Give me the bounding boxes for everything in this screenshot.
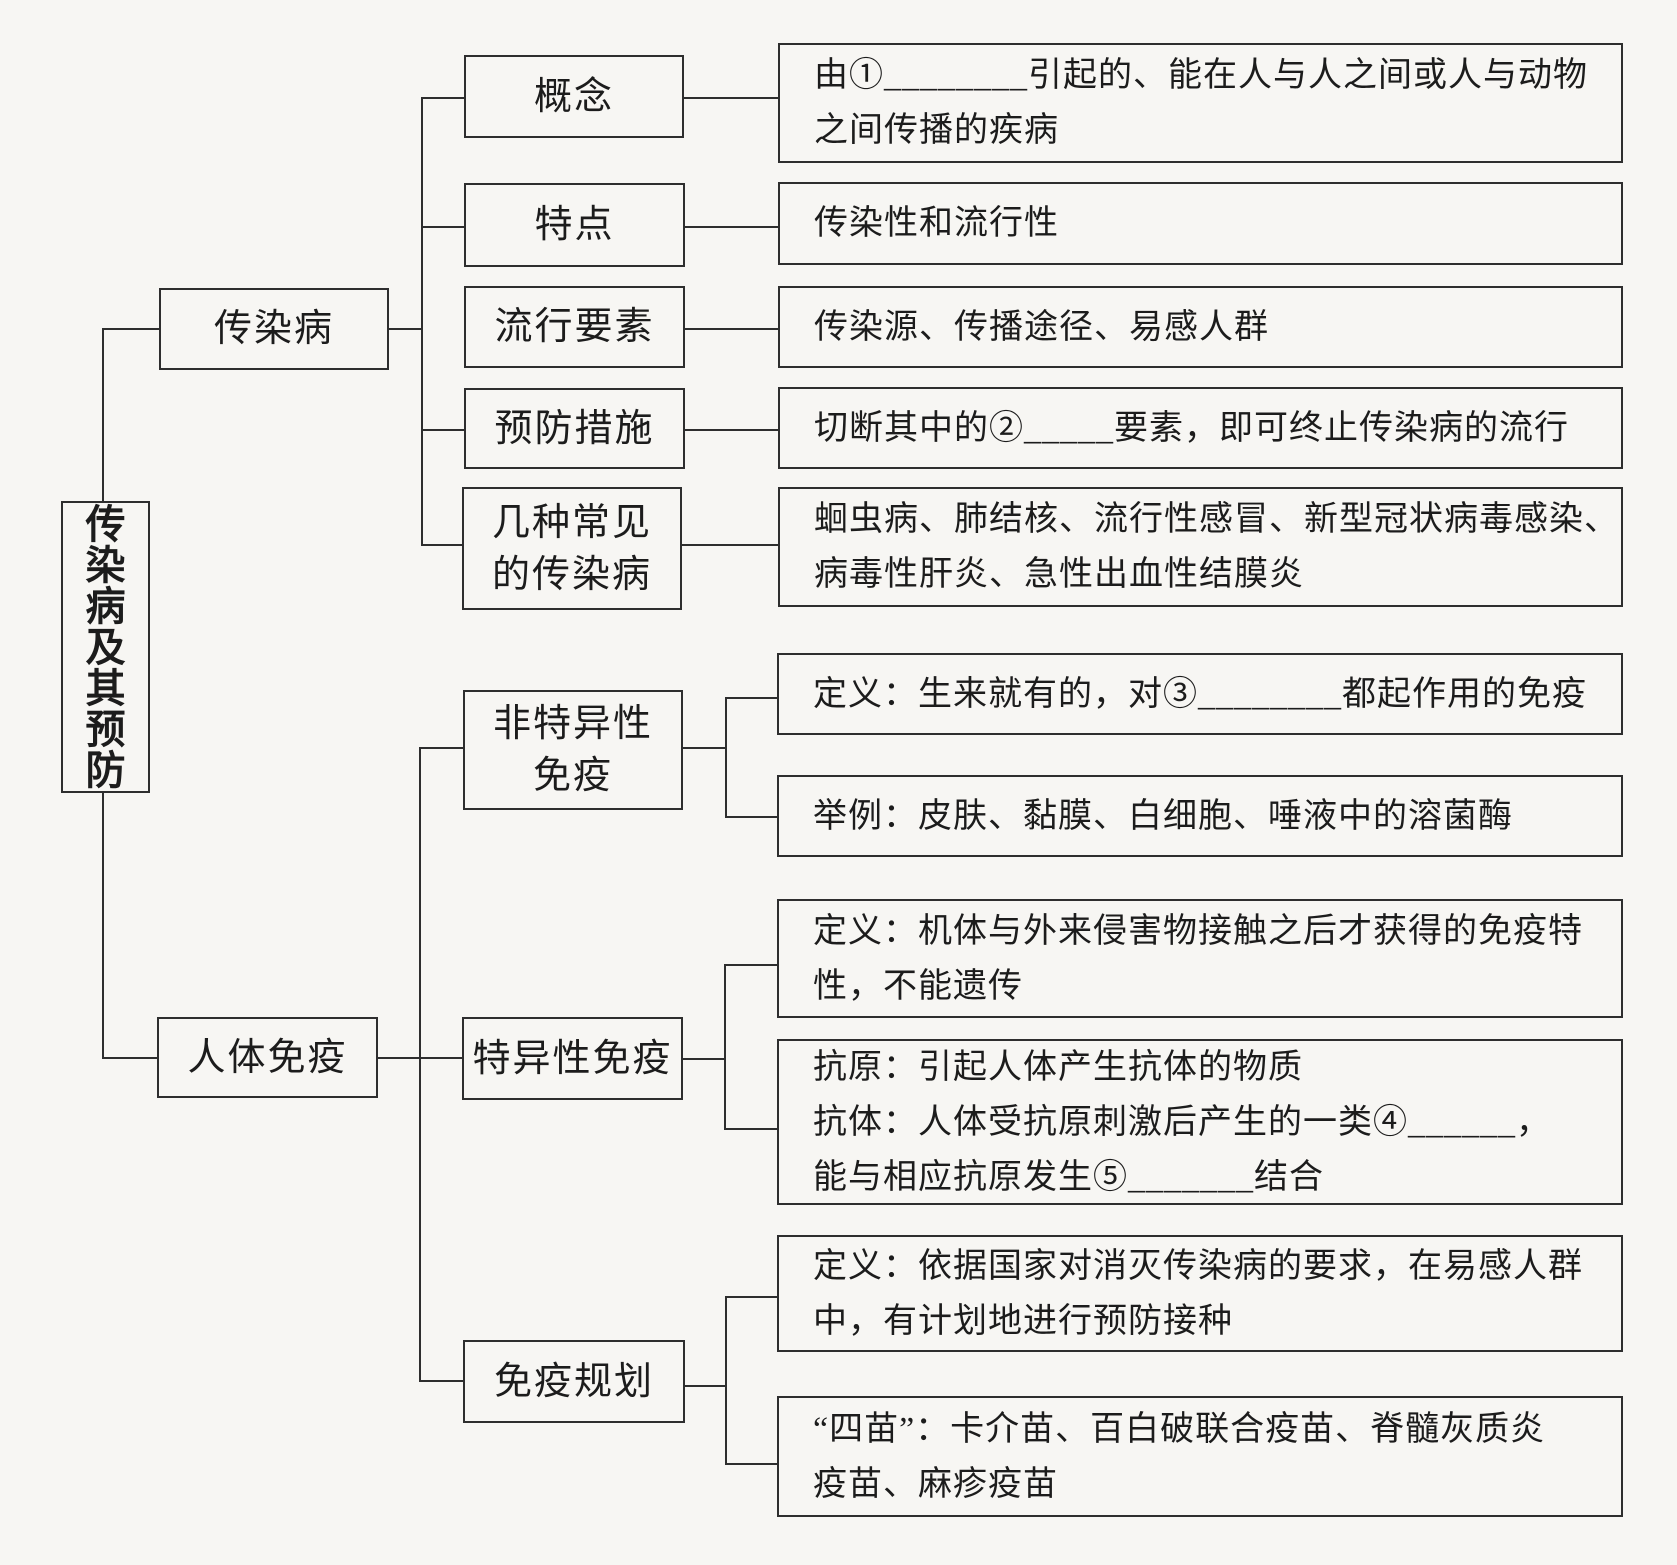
connector-infectious-to-trunk1 [389,328,421,330]
content-concept-line2: 之间传播的疾病 [814,112,1059,149]
node-features-label: 特点 [534,204,615,246]
node-features: 特点 [464,183,685,267]
root-node: 传染病及其预防 [61,501,150,793]
content-prevention-measures-line1: 切断其中的②_____要素，即可终止传染病的流行 [814,409,1569,447]
content-antigen-antibody: 抗原：引起人体产生抗体的物质 抗体：人体受抗原刺激后产生的一类④______， … [777,1039,1623,1205]
subtrunk-specific [724,964,726,1128]
trunk-immunity-branch [419,747,421,1380]
node-prevention-measures-label: 预防措施 [494,407,655,450]
content-antigen-line: 抗原：引起人体产生抗体的物质 [813,1048,1303,1086]
content-four-vaccines-text: “四苗”：卡介苗、百白破联合疫苗、脊髓灰质炎 疫苗、麻疹疫苗 [779,1402,1559,1512]
node-epidemic-factors-label: 流行要素 [494,306,655,348]
connector-trunk1-to-prevention [421,429,464,431]
content-features-line1: 传染性和流行性 [814,205,1059,242]
connector-root-to-immunity [102,1057,157,1059]
connector-common-to-content [682,544,778,546]
content-specific-definition-text: 定义：机体与外来侵害物接触之后才获得的免疫特 性，不能遗传 [779,904,1597,1014]
subtrunk-program [725,1296,727,1463]
content-concept-text: 由①________引起的、能在人与人之间或人与动物 之间传播的疾病 [780,48,1602,158]
connector-specific-to-subtrunk [683,1058,724,1060]
content-epidemic-factors-text: 传染源、传播途径、易感人群 [780,300,1283,355]
content-program-definition-line2: 中，有计划地进行预防接种 [813,1302,1233,1340]
node-specific-immunity: 特异性免疫 [462,1017,683,1100]
connector-subtrunk3-to-vaccines [725,1463,777,1465]
content-nonspecific-example-text: 举例：皮肤、黏膜、白细胞、唾液中的溶菌酶 [779,789,1527,844]
content-prevention-measures-text: 切断其中的②_____要素，即可终止传染病的流行 [780,401,1583,456]
node-human-immunity: 人体免疫 [157,1017,378,1098]
content-nonspecific-definition: 定义：生来就有的，对③________都起作用的免疫 [777,653,1623,735]
node-epidemic-factors: 流行要素 [464,286,685,368]
node-concept: 概念 [464,55,684,138]
content-program-definition-line1: 定义：依据国家对消灭传染病的要求，在易感人群 [813,1247,1583,1285]
content-antibody-line2: 能与相应抗原发生⑤_______结合 [813,1158,1324,1196]
node-common-diseases-label-line2: 的传染病 [491,553,652,596]
node-concept-label: 概念 [533,75,614,118]
connector-subtrunk2-to-antibody [724,1128,777,1130]
node-immunization-program-label: 免疫规划 [493,1360,654,1403]
node-nonspecific-immunity-label-line1: 非特异性 [492,703,653,745]
connector-root-to-infectious [102,328,159,330]
content-concept: 由①________引起的、能在人与人之间或人与动物 之间传播的疾病 [778,43,1623,163]
node-nonspecific-immunity-label-line2: 免疫 [532,755,613,797]
content-features-text: 传染性和流行性 [780,196,1073,251]
connector-prevention-to-content [685,429,778,431]
node-nonspecific-immunity: 非特异性 免疫 [463,690,683,810]
connector-subtrunk1-to-example [725,816,777,818]
content-specific-definition: 定义：机体与外来侵害物接触之后才获得的免疫特 性，不能遗传 [777,899,1623,1018]
content-antibody-line1: 抗体：人体受抗原刺激后产生的一类④______， [813,1103,1551,1141]
content-four-vaccines-line1: “四苗”：卡介苗、百白破联合疫苗、脊髓灰质炎 [813,1410,1546,1448]
trunk-infectious-branch [421,97,423,544]
content-common-diseases-line1: 蛔虫病、肺结核、流行性感冒、新型冠状病毒感染、 [814,501,1619,538]
subtrunk-nonspecific [725,697,727,816]
connector-trunk1-to-concept [421,97,464,99]
content-epidemic-factors: 传染源、传播途径、易感人群 [778,286,1623,368]
content-nonspecific-definition-text: 定义：生来就有的，对③________都起作用的免疫 [779,667,1601,722]
node-human-immunity-label: 人体免疫 [187,1036,348,1079]
content-antigen-antibody-text: 抗原：引起人体产生抗体的物质 抗体：人体受抗原刺激后产生的一类④______， … [779,1040,1565,1205]
connector-features-to-content [685,226,778,228]
connector-program-to-subtrunk [685,1385,725,1387]
root-node-label: 传染病及其预防 [85,501,126,793]
node-common-diseases-label: 几种常见 的传染病 [492,497,652,601]
content-specific-definition-line1: 定义：机体与外来侵害物接触之后才获得的免疫特 [813,912,1583,950]
connector-subtrunk1-to-definition [725,697,777,699]
content-four-vaccines-line2: 疫苗、麻疹疫苗 [813,1465,1058,1503]
content-nonspecific-example: 举例：皮肤、黏膜、白细胞、唾液中的溶菌酶 [777,775,1623,857]
node-prevention-measures: 预防措施 [464,388,685,469]
connector-trunk1-to-features [421,226,464,228]
connector-subtrunk3-to-definition [725,1296,777,1298]
content-common-diseases-text: 蛔虫病、肺结核、流行性感冒、新型冠状病毒感染、 病毒性肝炎、急性出血性结膜炎 [780,492,1633,602]
node-infectious-disease-label: 传染病 [213,308,334,350]
content-four-vaccines: “四苗”：卡介苗、百白破联合疫苗、脊髓灰质炎 疫苗、麻疹疫苗 [777,1396,1623,1517]
node-common-diseases-label-line1: 几种常见 [491,501,652,544]
connector-trunk1-to-common [421,544,462,546]
connector-subtrunk2-to-definition [724,964,777,966]
content-nonspecific-definition-line1: 定义：生来就有的，对③________都起作用的免疫 [813,675,1587,713]
connector-trunk2-to-nonspecific [419,747,463,749]
connector-nonspecific-to-subtrunk [683,747,725,749]
content-program-definition: 定义：依据国家对消灭传染病的要求，在易感人群 中，有计划地进行预防接种 [777,1235,1623,1352]
node-common-diseases: 几种常见 的传染病 [462,487,682,610]
content-prevention-measures: 切断其中的②_____要素，即可终止传染病的流行 [778,387,1623,469]
node-nonspecific-immunity-label: 非特异性 免疫 [493,698,653,802]
node-infectious-disease: 传染病 [159,288,389,370]
node-immunization-program: 免疫规划 [463,1340,685,1423]
content-features: 传染性和流行性 [778,182,1623,265]
content-common-diseases-line2: 病毒性肝炎、急性出血性结膜炎 [814,556,1304,593]
content-nonspecific-example-line1: 举例：皮肤、黏膜、白细胞、唾液中的溶菌酶 [813,797,1513,835]
trunk-root-lower [102,793,104,1057]
content-program-definition-text: 定义：依据国家对消灭传染病的要求，在易感人群 中，有计划地进行预防接种 [779,1239,1597,1349]
trunk-root-upper [102,328,104,501]
content-common-diseases: 蛔虫病、肺结核、流行性感冒、新型冠状病毒感染、 病毒性肝炎、急性出血性结膜炎 [778,487,1623,607]
connector-factors-to-content [685,328,778,330]
content-concept-line1: 由①________引起的、能在人与人之间或人与动物 [814,57,1588,94]
node-specific-immunity-label: 特异性免疫 [472,1037,673,1080]
connector-trunk2-to-program [419,1380,463,1382]
content-epidemic-factors-line1: 传染源、传播途径、易感人群 [814,308,1269,346]
connector-concept-to-content [684,97,778,99]
content-specific-definition-line2: 性，不能遗传 [813,967,1023,1005]
